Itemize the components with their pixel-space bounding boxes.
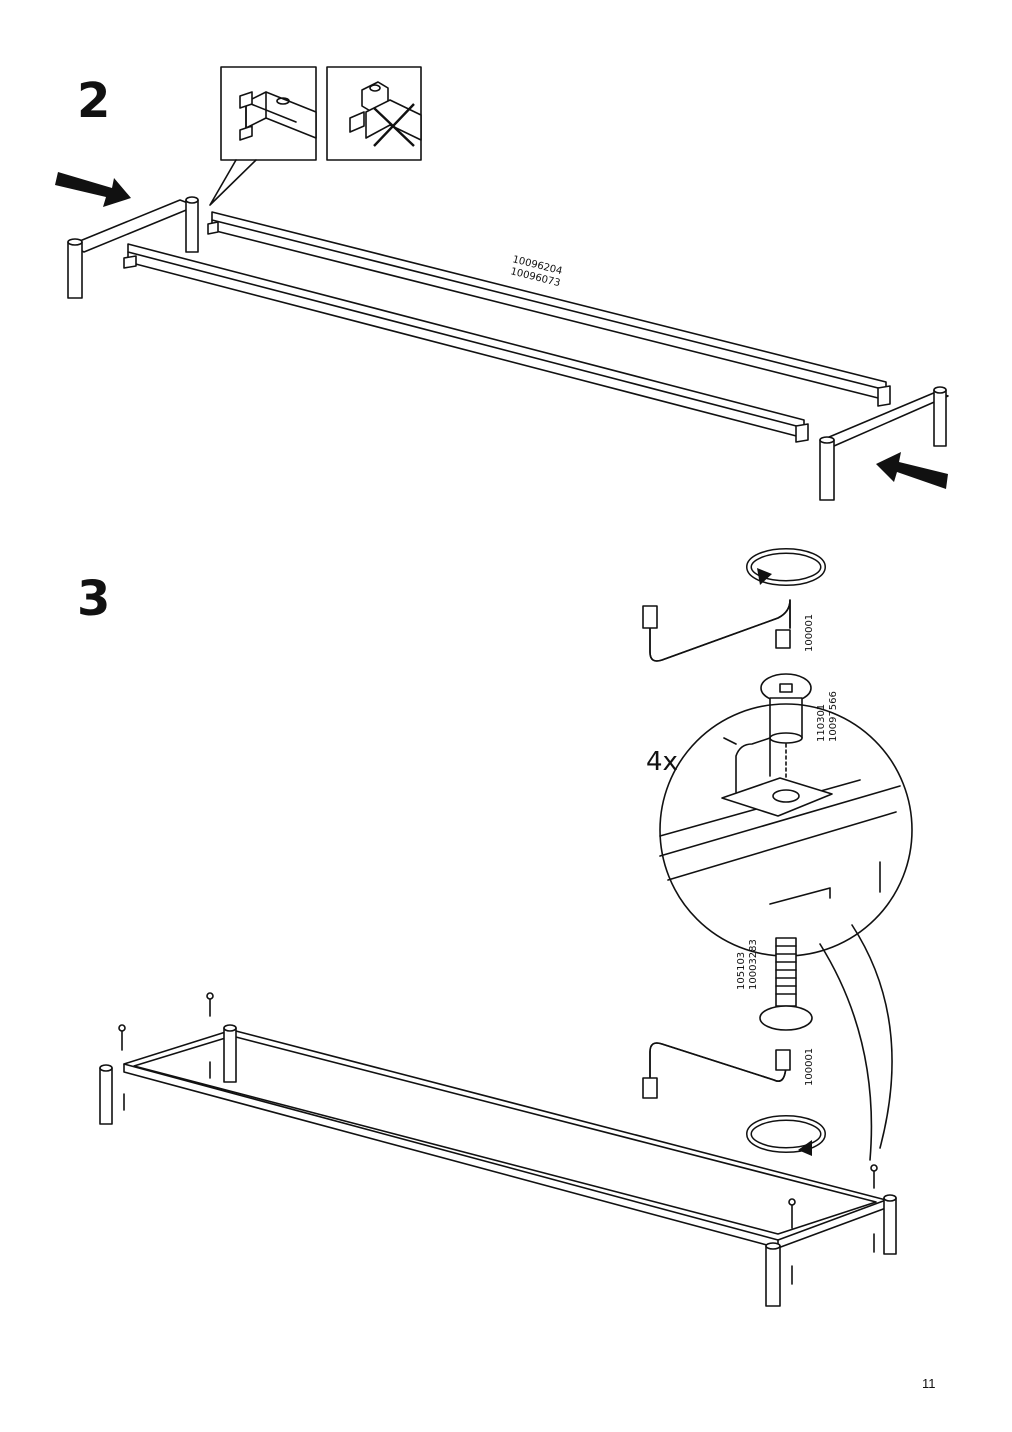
nut-code-1: 105103 [736, 952, 747, 990]
detail-leader-line-2 [819, 943, 873, 1161]
barrel-nut-icon [759, 937, 813, 1031]
step-2-number: 2 [77, 73, 111, 129]
detail-correct-orientation [209, 66, 317, 206]
bolt-code-2: 10097566 [828, 691, 839, 742]
detail-leader-line [851, 924, 893, 1149]
cross-out-icon [373, 103, 415, 147]
allen-key-icon [642, 599, 791, 662]
quantity-label: 4x [646, 747, 678, 777]
left-leg-frame [67, 196, 199, 299]
allen-key-lower-icon [642, 1042, 791, 1099]
screw-markers [118, 992, 878, 1285]
side-rail-back [207, 211, 891, 407]
arrow-right-icon [55, 172, 131, 207]
allen-key-code: 100001 [804, 614, 815, 652]
step-3-number: 3 [77, 571, 111, 627]
assembled-frame [99, 1024, 897, 1307]
arrow-left-icon [876, 452, 948, 489]
allen-key-code-lower: 100001 [804, 1048, 815, 1086]
bolt-icon [760, 673, 812, 791]
bolt-code-1: 110301 [816, 704, 827, 742]
nut-code-2: 10003283 [748, 939, 759, 990]
rotate-clockwise-icon [746, 548, 826, 586]
page-number: 11 [922, 1376, 936, 1391]
rotate-counterclockwise-icon [746, 1115, 826, 1156]
right-leg-frame [819, 386, 949, 501]
side-rail-front [123, 243, 809, 443]
detail-wrong-orientation [326, 66, 422, 161]
